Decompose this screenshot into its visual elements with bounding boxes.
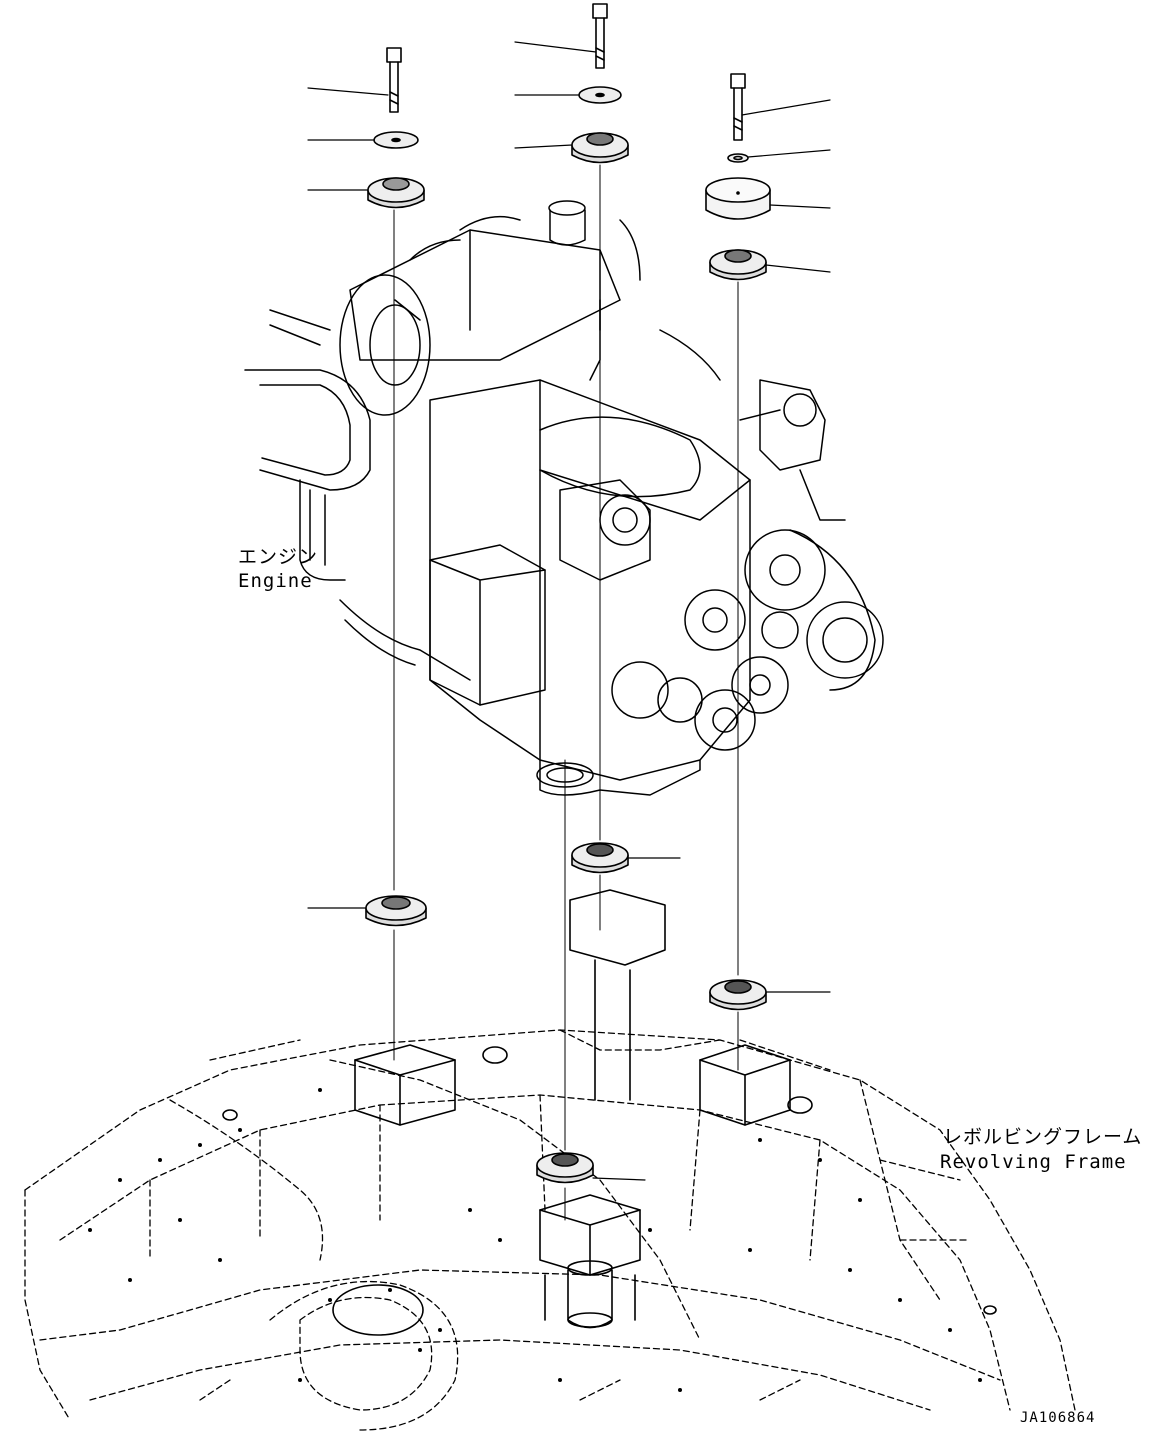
mount-upper-right: [709, 249, 767, 281]
mount-upper-center: [571, 132, 629, 164]
washer-center: [578, 86, 622, 104]
drawing-code: JA106864: [1020, 1410, 1096, 1426]
mount-mid-center: [571, 842, 629, 874]
bolt-center: [592, 3, 608, 69]
revolving-frame-drawing: [24, 1029, 1076, 1431]
cap-right: [705, 177, 771, 220]
engine-label-jp: エンジン: [238, 546, 319, 568]
engine-drawing: [244, 200, 884, 796]
mount-lower-center: [536, 1152, 594, 1184]
lock-washer-right: [727, 153, 749, 163]
bolt-right: [730, 73, 746, 141]
washer-left: [373, 131, 419, 149]
revolving-frame-label-jp: レボルビングフレーム: [943, 1126, 1143, 1148]
engine-label-en: Engine: [238, 570, 313, 592]
frame-hole-dots: [88, 1088, 982, 1392]
revolving-frame-label-en: Revolving Frame: [940, 1151, 1127, 1173]
leader-lines: [307, 41, 831, 1181]
mount-lower-left: [365, 895, 427, 927]
mount-upper-left: [367, 177, 425, 209]
bolt-left: [386, 47, 402, 113]
mount-lower-right: [709, 979, 767, 1011]
frame-mount-brackets: [222, 889, 997, 1336]
alignment-lines: [393, 164, 739, 1221]
